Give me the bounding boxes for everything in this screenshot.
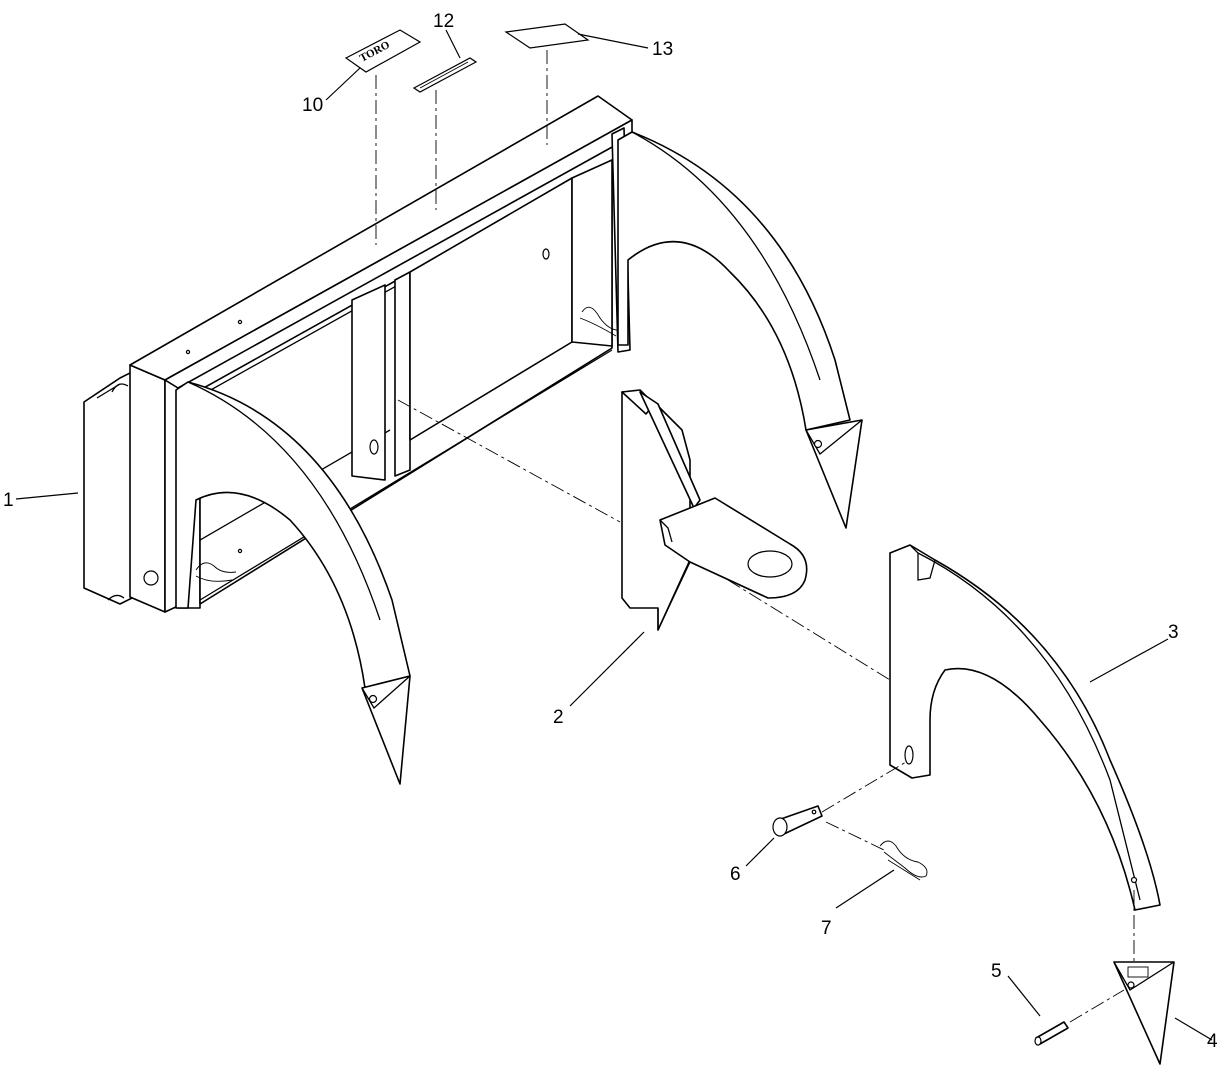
callout-1: 1 [3, 490, 14, 511]
hitch-bracket [621, 389, 808, 631]
callout-labels: 1 2 3 4 5 6 7 10 12 13 [3, 11, 1218, 1052]
clevis-pin [772, 805, 823, 837]
callout-2: 2 [553, 707, 564, 728]
toro-decal: TORO [344, 29, 422, 73]
callout-3: 3 [1168, 622, 1179, 643]
callout-13: 13 [652, 39, 673, 60]
hairpin-cotter [879, 840, 928, 881]
frame-assembly [83, 95, 863, 785]
callout-5: 5 [991, 961, 1002, 982]
fork-arm [889, 544, 1161, 911]
leader-lines [15, 29, 1213, 1041]
callout-7: 7 [821, 918, 832, 939]
instruction-decal [504, 23, 590, 49]
callout-10: 10 [302, 95, 323, 116]
callout-4: 4 [1207, 1031, 1218, 1052]
stripe-decal [412, 57, 478, 93]
tine-tip [1113, 961, 1175, 1065]
callout-12: 12 [433, 11, 454, 32]
assembly-centerlines [375, 50, 1135, 1023]
callout-6: 6 [730, 864, 741, 885]
roll-pin [1034, 1021, 1069, 1046]
